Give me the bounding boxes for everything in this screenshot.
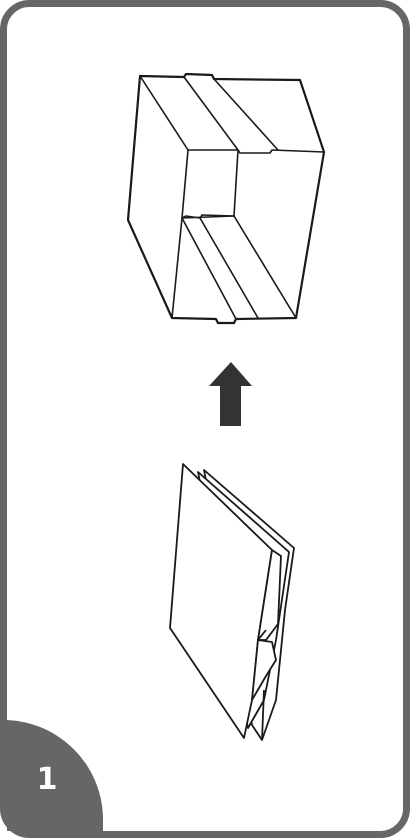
flat-box-illustration <box>169 463 295 741</box>
up-arrow-icon <box>209 362 252 426</box>
step-number-label: 1 <box>36 762 58 797</box>
open-box-illustration <box>126 72 326 325</box>
step-badge <box>7 720 103 831</box>
